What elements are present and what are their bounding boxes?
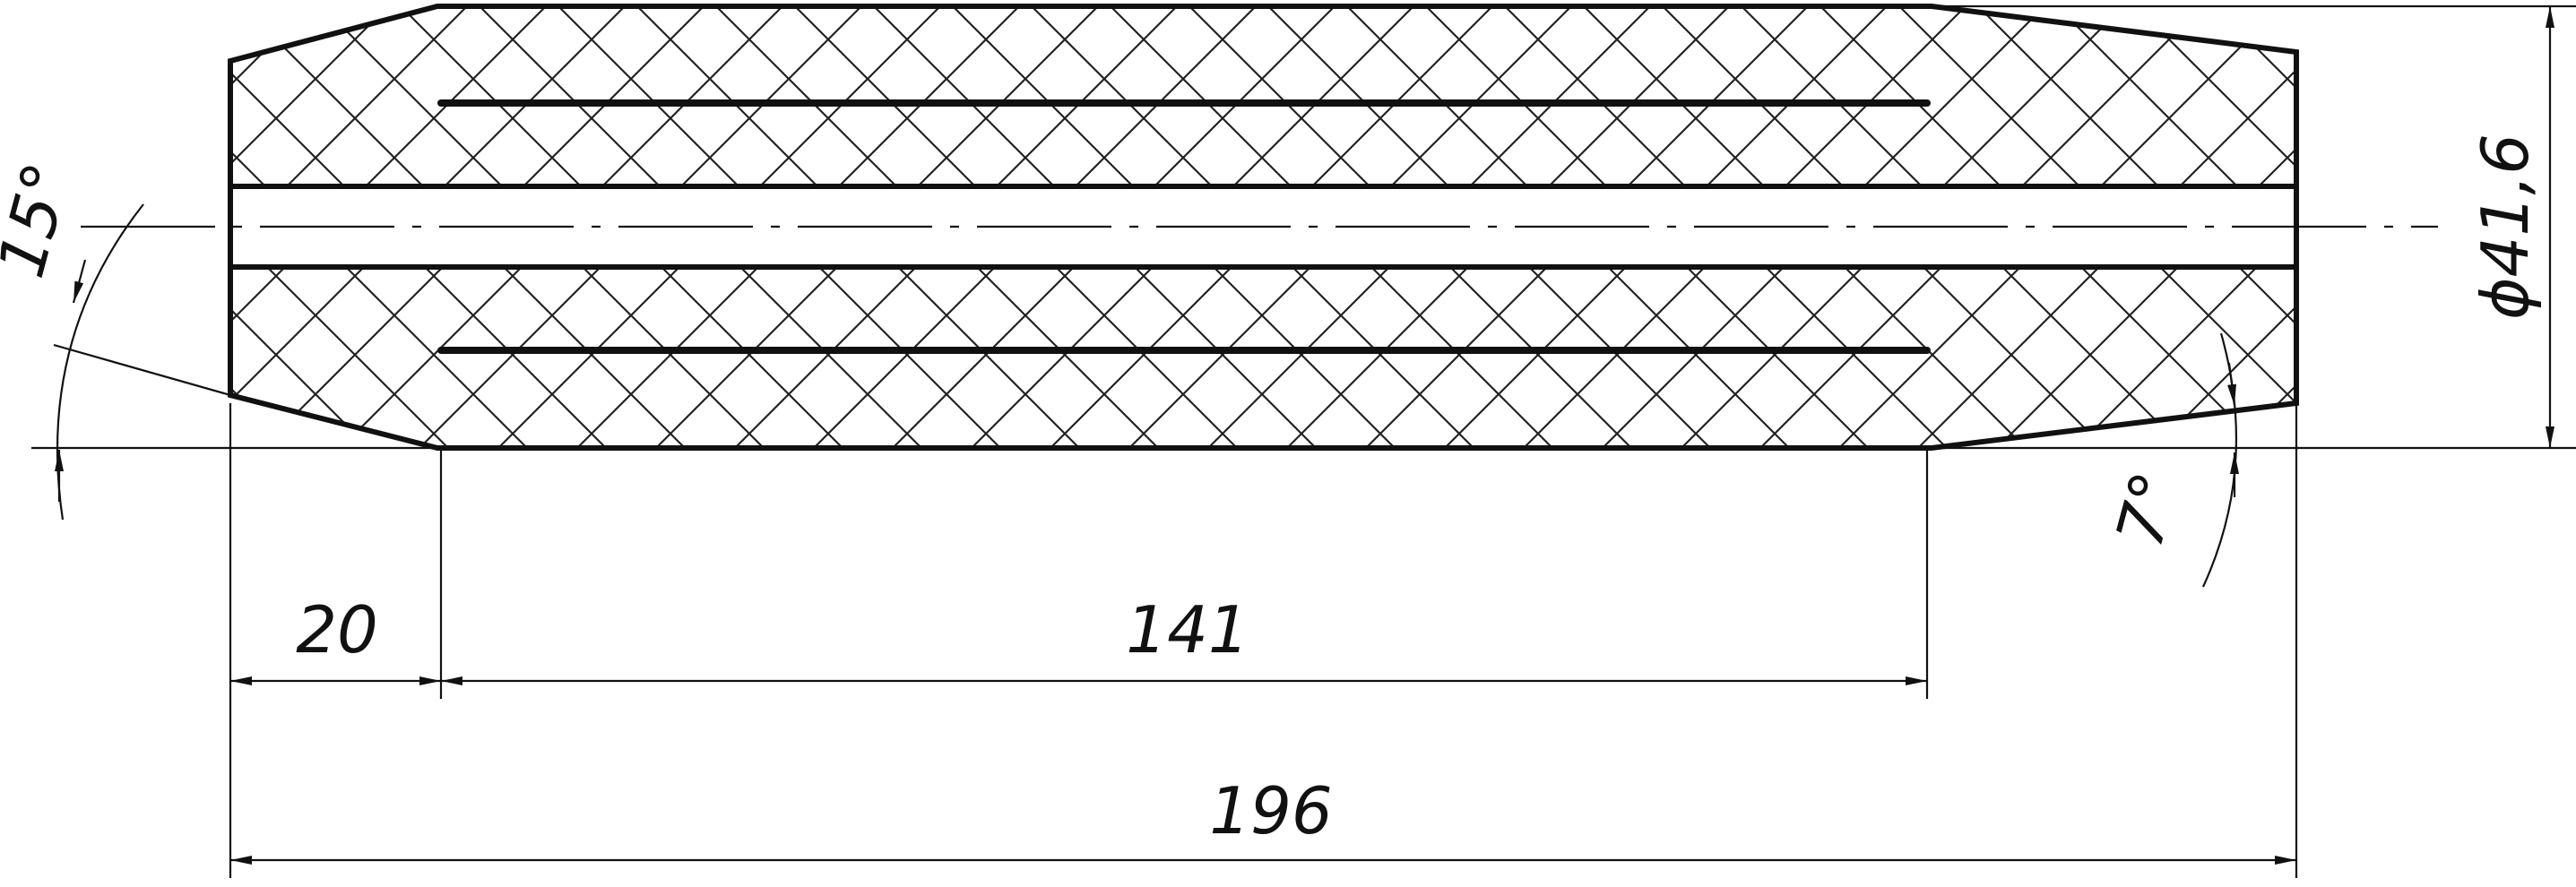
dimension-label-angle-right: 7° bbox=[2102, 464, 2193, 555]
part-body bbox=[81, 4, 2438, 451]
lower-section-hatched bbox=[228, 264, 2299, 451]
dimension-196: 196 bbox=[230, 773, 2296, 865]
dimension-label-20: 20 bbox=[296, 592, 378, 667]
dimension-label-angle-left: 15° bbox=[0, 155, 85, 285]
dimension-141: 141 bbox=[441, 592, 1927, 685]
dimension-label-196: 196 bbox=[1209, 773, 1332, 848]
dimension-diameter: ϕ41,6 bbox=[2468, 6, 2554, 448]
extension-lines bbox=[31, 4, 2576, 878]
angle-arc-left bbox=[56, 203, 144, 521]
dimension-label-diameter: ϕ41,6 bbox=[2468, 133, 2543, 320]
dimension-20: 20 bbox=[230, 592, 441, 685]
upper-section-hatched bbox=[228, 4, 2299, 189]
dimension-label-141: 141 bbox=[1126, 592, 1249, 667]
dimension-angle-left: 15° bbox=[0, 155, 144, 521]
